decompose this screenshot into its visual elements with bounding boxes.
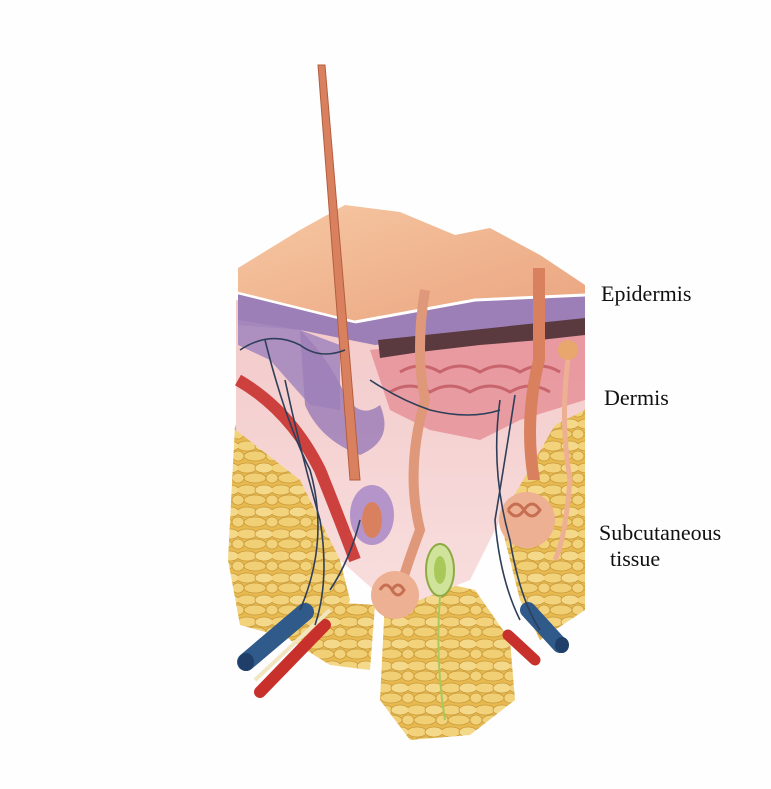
label-epidermis: Epidermis	[601, 281, 691, 307]
label-subcutaneous-line2: tissue	[599, 546, 749, 572]
label-subcutaneous-line1: Subcutaneous	[599, 520, 749, 546]
label-subcutaneous-tissue: Subcutaneous tissue	[599, 520, 749, 572]
label-dermis: Dermis	[604, 385, 669, 411]
